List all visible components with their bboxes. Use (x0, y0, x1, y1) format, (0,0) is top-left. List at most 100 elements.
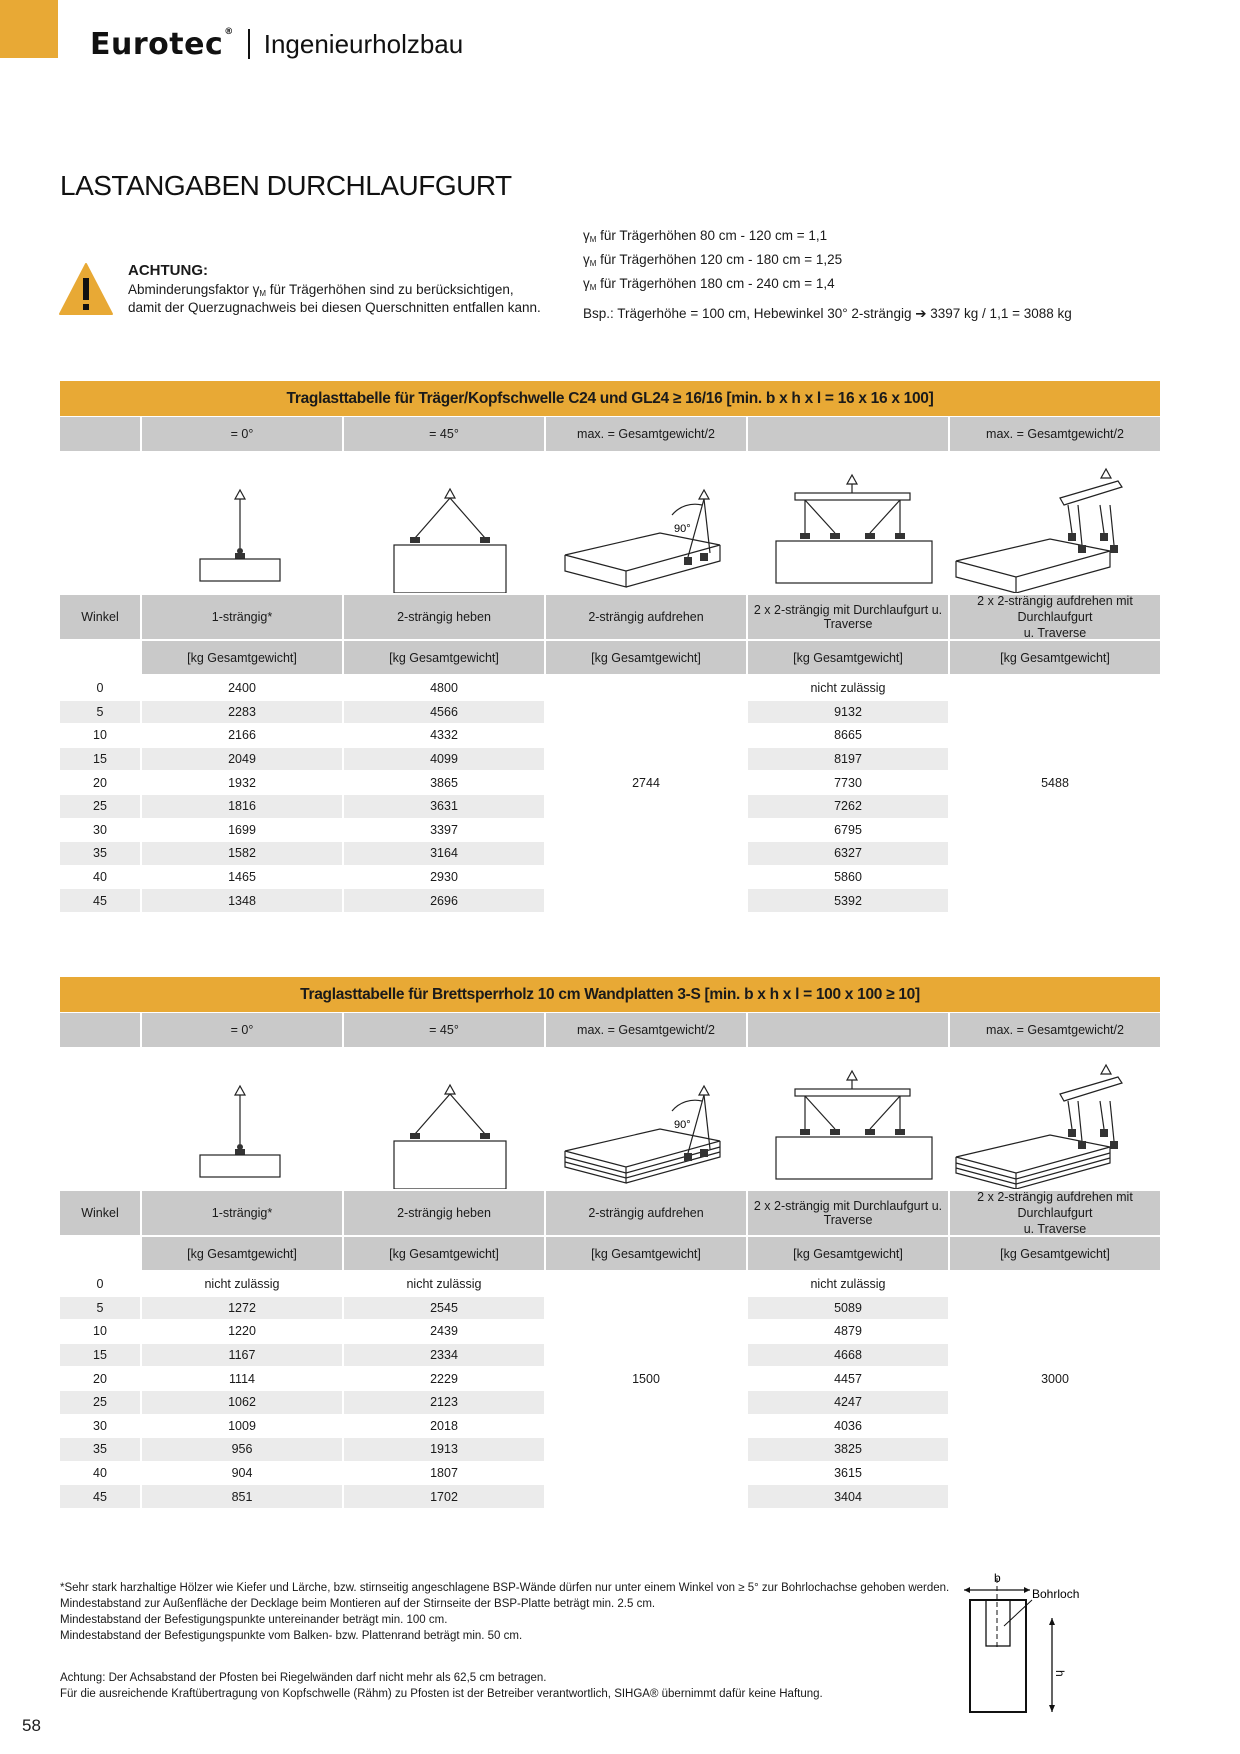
brand-header: Eurotec® Ingenieurholzbau (90, 24, 463, 64)
corner-accent (0, 0, 58, 58)
note: Achtung: Der Achsabstand der Pfosten bei… (60, 1672, 547, 1684)
value-2-strang-aufdrehen: 2744 (632, 776, 660, 791)
angle-value: 30 (93, 822, 107, 837)
value-2-strang-heben: nicht zulässig (406, 1277, 482, 1292)
angle-value: 40 (93, 1466, 107, 1481)
lift-illustration-45 (393, 487, 507, 593)
column-header: 2-strängig aufdrehen (546, 1191, 746, 1235)
value-1-strang: 1816 (142, 795, 342, 818)
angle-value: 0 (96, 1277, 104, 1292)
value-2-strang-heben: 3397 (430, 822, 458, 837)
angle-header-cell: = 0° (142, 417, 342, 451)
value-2-strang-heben: 3164 (344, 842, 544, 865)
gamma-factor: γM für Trägerhöhen 120 cm - 180 cm = 1,2… (583, 252, 843, 268)
unit-row: [kg Gesamtgewicht][kg Gesamtgewicht][kg … (60, 641, 1160, 674)
notes: Achtung: Der Achsabstand der Pfosten bei… (60, 1670, 823, 1702)
value-1-strang: 1932 (228, 775, 256, 790)
value-2-strang-heben: 4566 (344, 700, 544, 724)
lift-illustration-vertical (199, 1084, 281, 1178)
value-1-strang: 1220 (228, 1324, 256, 1339)
angle-header-cell: max. = Gesamtgewicht/2 (950, 417, 1160, 451)
note: Für die ausreichende Kraftübertragung vo… (60, 1688, 823, 1700)
table-row: 0 nicht zulässig nicht zulässig nicht zuläs… (60, 1273, 1160, 1296)
value-2-strang-heben: 2930 (430, 870, 458, 885)
angle-value: 15 (60, 747, 140, 771)
value-2-strang-heben: 2123 (344, 1391, 544, 1414)
warning-line-1: Abminderungsfaktor γM für Trägerhöhen si… (128, 282, 514, 298)
value-1-strang: 1465 (228, 870, 256, 885)
lift-illustration-traverse (775, 473, 933, 584)
load-table-bsp: Traglasttabelle für Brettsperrholz 10 cm… (60, 977, 1160, 1508)
value-2-strang-heben: 4099 (344, 747, 544, 771)
value-2x2-traverse: nicht zulässig (810, 681, 886, 696)
angle-header-cell: max. = Gesamtgewicht/2 (546, 1013, 746, 1047)
column-header: 1-strängig* (142, 595, 342, 639)
angle-header-cell (60, 1013, 140, 1047)
angle-value: 15 (60, 1343, 140, 1367)
angle-header-cell (60, 417, 140, 451)
value-2x2-traverse: 4879 (834, 1324, 862, 1339)
column-header: Winkel (60, 595, 140, 639)
angle-value: 5 (60, 1296, 140, 1320)
value-1-strang: 851 (142, 1485, 342, 1508)
value-1-strang: 1582 (142, 842, 342, 865)
value-1-strang: 2400 (228, 681, 256, 696)
angle-value: 45 (60, 889, 140, 912)
value-2x2-traverse: 3825 (748, 1438, 948, 1461)
angle-value: 10 (93, 728, 107, 743)
footnotes: *Sehr stark harzhaltige Hölzer wie Kiefe… (60, 1580, 949, 1644)
angle-value: 20 (93, 775, 107, 790)
value-2-strang-aufdrehen: 1500 (632, 1372, 660, 1387)
load-table-c24: Traglasttabelle für Träger/Kopfschwelle … (60, 381, 1160, 912)
value-1-strang: 1348 (142, 889, 342, 912)
lift-illustration-turning: 90° (564, 1084, 721, 1184)
value-1-strang: 1167 (142, 1343, 342, 1367)
value-1-strang: 2283 (142, 700, 342, 724)
lift-illustration-traverse (775, 1069, 933, 1180)
dim-b-label: b (994, 1571, 1001, 1585)
lift-illustration-turning: 90° (564, 488, 721, 588)
angle-header-cell (748, 1013, 948, 1047)
unit-cell: [kg Gesamtgewicht] (546, 1237, 746, 1270)
column-header: 2 x 2-strängig mit Durchlaufgurt u. Trav… (748, 595, 948, 639)
value-1-strang: nicht zulässig (204, 1277, 280, 1292)
value-2x2-traverse: 5089 (748, 1296, 948, 1320)
column-header: 2-strängig aufdrehen (546, 595, 746, 639)
value-2x2-traverse: 3615 (834, 1466, 862, 1481)
warning-box: ACHTUNG: Abminderungsfaktor γM für Träge… (58, 262, 541, 322)
page-number: 58 (22, 1716, 41, 1735)
angle-header-cell: = 45° (344, 1013, 544, 1047)
column-header: 2-strängig heben (344, 1191, 544, 1235)
value-1-strang: 1114 (229, 1371, 255, 1386)
angle-value: 20 (93, 1371, 107, 1386)
lift-illustration-traverse-turning (955, 1063, 1123, 1189)
angle-90-label: 90° (674, 1119, 691, 1131)
value-1-strang: 1272 (142, 1296, 342, 1320)
value-2-strang-heben: 1702 (344, 1485, 544, 1508)
lift-illustration-traverse-turning (955, 467, 1123, 593)
value-2-strang-heben: 2439 (430, 1324, 458, 1339)
footnote: *Sehr stark harzhaltige Hölzer wie Kiefe… (60, 1582, 950, 1594)
value-2-strang-heben: 2696 (344, 889, 544, 912)
page-title: LASTANGABEN DURCHLAUFGURT (60, 170, 512, 201)
value-2x2-traverse: nicht zulässig (810, 1277, 886, 1292)
warning-line-2: damit der Querzugnachweis bei diesen Que… (128, 300, 541, 315)
value-1-strang: 2166 (228, 728, 256, 743)
unit-cell: [kg Gesamtgewicht] (142, 1237, 342, 1270)
value-2x2-traverse: 7730 (834, 775, 862, 790)
value-2x2-traverse: 9132 (748, 700, 948, 724)
angle-value: 35 (60, 1438, 140, 1461)
value-2x2-traverse: 4668 (748, 1343, 948, 1367)
value-2x2-traverse: 6795 (834, 822, 862, 837)
unit-cell: [kg Gesamtgewicht] (950, 1237, 1160, 1270)
warning-icon (59, 263, 113, 315)
